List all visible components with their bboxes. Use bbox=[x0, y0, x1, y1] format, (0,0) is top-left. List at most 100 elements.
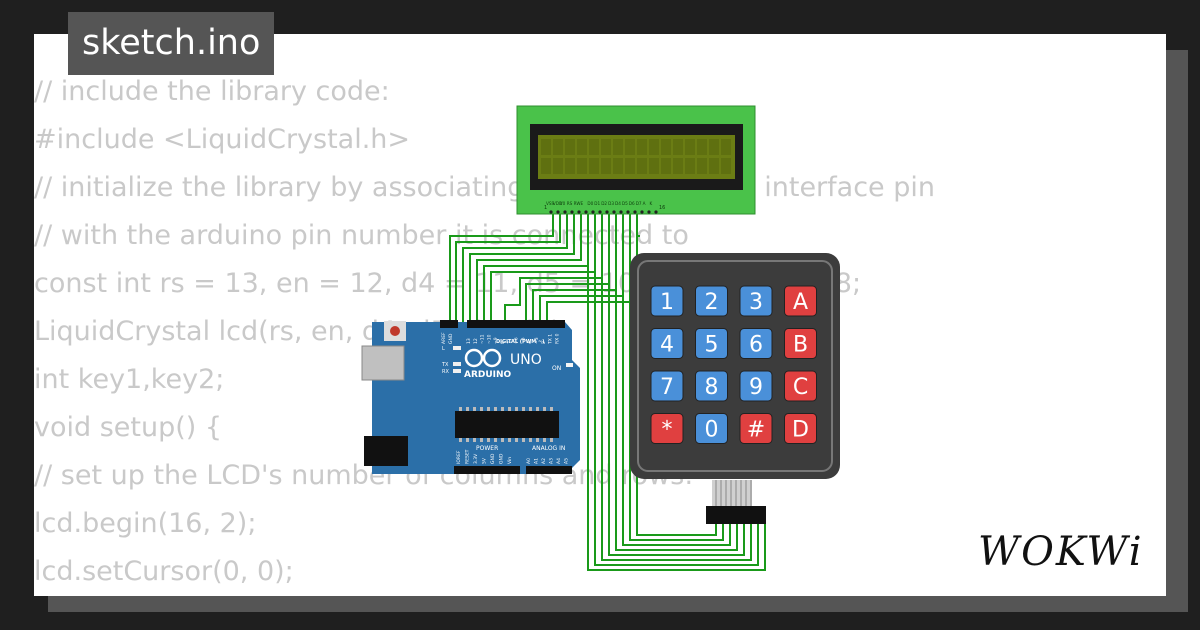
key-2[interactable]: 2 bbox=[695, 285, 728, 317]
key-C[interactable]: C bbox=[784, 370, 817, 402]
board-model: UNO bbox=[510, 352, 542, 368]
digital-pin-label: RX 0 bbox=[554, 333, 560, 344]
wire bbox=[469, 212, 575, 323]
lcd-pin-label: RW bbox=[574, 201, 581, 206]
key-B[interactable]: B bbox=[784, 328, 817, 359]
key-A[interactable]: A bbox=[784, 285, 817, 317]
key-label: # bbox=[747, 418, 765, 443]
key-label: 4 bbox=[660, 333, 674, 358]
file-tab[interactable]: sketch.ino bbox=[68, 12, 275, 75]
wire bbox=[601, 212, 752, 561]
arduino-uno-board[interactable]: UNO ARDUINO DIGITAL (PWM ~) POWER ANALOG… bbox=[361, 320, 580, 474]
power-pin-label: 3.3V bbox=[473, 453, 479, 464]
power-pin-label: RESET bbox=[465, 449, 471, 464]
analog-header bbox=[526, 466, 572, 474]
lcd-pin-label: D7 bbox=[636, 201, 642, 206]
digital-pin-label: 8 bbox=[500, 341, 506, 344]
wire bbox=[587, 212, 766, 571]
digital-pin-label: ~5 bbox=[520, 337, 526, 344]
key-9[interactable]: 9 bbox=[739, 370, 773, 402]
power-pin-label: IOREF bbox=[456, 450, 462, 464]
lcd-pin-label: RS bbox=[567, 201, 573, 206]
power-jack-icon bbox=[364, 436, 408, 466]
lcd-pin-label: A bbox=[643, 201, 646, 206]
analog-label: ANALOG IN bbox=[532, 445, 565, 452]
key-label: 3 bbox=[749, 290, 763, 315]
keypad-ribbon bbox=[712, 480, 752, 506]
led-label: TX bbox=[441, 362, 449, 368]
key-#[interactable]: # bbox=[739, 413, 773, 444]
lcd-pin-label: D4 bbox=[615, 201, 621, 206]
code-line: void setup() { bbox=[34, 412, 223, 443]
digital-pin-label: 2 bbox=[541, 341, 547, 344]
wire bbox=[490, 212, 596, 323]
key-5[interactable]: 5 bbox=[695, 328, 728, 359]
wire bbox=[594, 212, 759, 566]
code-line: lcd.setCursor(0, 0); bbox=[34, 556, 294, 587]
digital-pin-label: 4 bbox=[527, 341, 533, 344]
lcd-pin-label: E bbox=[581, 201, 584, 206]
usb-port-icon bbox=[361, 345, 405, 381]
key-label: A bbox=[793, 290, 808, 315]
on-label: ON bbox=[552, 365, 561, 372]
lcd-pin-label: D3 bbox=[608, 201, 614, 206]
digital-pin-label: 7 bbox=[507, 341, 513, 344]
analog-pin-label: A4 bbox=[556, 458, 562, 464]
key-label: 2 bbox=[705, 290, 719, 315]
key-label: 9 bbox=[749, 375, 763, 400]
lcd-pin-first: 1 bbox=[544, 205, 547, 211]
led-label: RX bbox=[442, 369, 449, 375]
key-6[interactable]: 6 bbox=[739, 328, 773, 359]
power-pin-label: GND bbox=[499, 453, 505, 464]
wire bbox=[462, 212, 568, 323]
key-4[interactable]: 4 bbox=[650, 328, 684, 359]
keypad-connector bbox=[706, 506, 766, 524]
analog-pin-label: A0 bbox=[526, 458, 532, 464]
digital-pin-label: ~9 bbox=[493, 337, 499, 344]
wire bbox=[483, 212, 589, 323]
wire bbox=[615, 212, 738, 551]
lcd-pin-label: D6 bbox=[629, 201, 635, 206]
digital-pin-label: ~11 bbox=[480, 334, 486, 344]
key-label: C bbox=[793, 375, 808, 400]
wire bbox=[476, 212, 582, 323]
lcd-pin-label: V0 bbox=[560, 201, 566, 206]
analog-pin-label: A3 bbox=[549, 458, 555, 464]
key-label: 7 bbox=[660, 375, 674, 400]
digital-pin-label: GND bbox=[448, 333, 454, 344]
digital-pin-label: ~3 bbox=[534, 337, 540, 344]
digital-pin-label: AREF bbox=[441, 332, 447, 344]
key-D[interactable]: D bbox=[784, 413, 817, 444]
key-1[interactable]: 1 bbox=[650, 285, 684, 317]
analog-pin-label: A1 bbox=[534, 458, 540, 464]
key-3[interactable]: 3 bbox=[739, 285, 773, 317]
key-0[interactable]: 0 bbox=[695, 413, 728, 444]
wire bbox=[622, 212, 731, 546]
lcd-pin-label: VDD bbox=[553, 201, 562, 206]
power-pin-label: GND bbox=[490, 453, 496, 464]
wokwi-logo: WOKWi bbox=[978, 529, 1144, 575]
code-line: int key1,key2; bbox=[34, 364, 225, 395]
analog-pin-label: A2 bbox=[541, 458, 547, 464]
wires bbox=[449, 212, 766, 571]
key-label: * bbox=[662, 418, 673, 443]
key-label: 8 bbox=[705, 375, 719, 400]
power-pin-label: 5V bbox=[482, 457, 488, 464]
board-brand: ARDUINO bbox=[464, 370, 512, 380]
key-7[interactable]: 7 bbox=[650, 370, 684, 402]
lcd-pin-label: K bbox=[650, 201, 653, 206]
digital-pin-label: 12 bbox=[473, 338, 479, 344]
key-label: 5 bbox=[705, 333, 719, 358]
key-8[interactable]: 8 bbox=[695, 370, 728, 402]
key-*[interactable]: * bbox=[650, 413, 684, 444]
infinity-logo-icon bbox=[464, 348, 484, 368]
lcd-pin-label: D0 bbox=[587, 201, 593, 206]
key-label: 0 bbox=[705, 418, 719, 443]
